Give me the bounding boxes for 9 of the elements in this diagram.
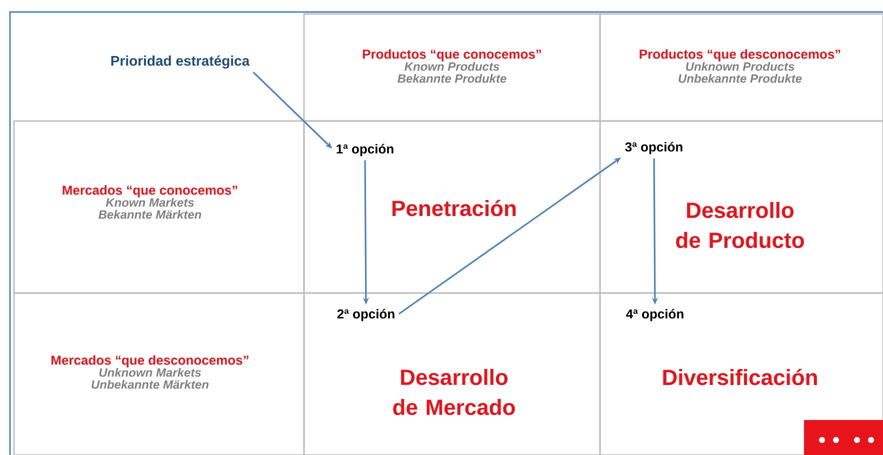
- option-label: 2ª opción: [337, 308, 394, 322]
- header-cell: Mercados “que desconocemos” Unknown Markets Unbekannte Märkten: [13, 292, 305, 455]
- header-cell: Mercados “que conocemos” Known Markets Bekannte Märkten: [13, 120, 305, 294]
- option-label: 4ª opción: [626, 308, 684, 322]
- header-cell: Productos “que desconocemos” Unknown Products Unbekannte Produkte: [599, 13, 883, 122]
- option-label: 1ª opción: [336, 144, 394, 156]
- header-cell: Productos “que conocemos” Known Products Bekannte Produkte: [303, 13, 601, 122]
- priority-label: Prioridad estratégica: [111, 55, 250, 69]
- option-label: 3ª opción: [625, 142, 682, 154]
